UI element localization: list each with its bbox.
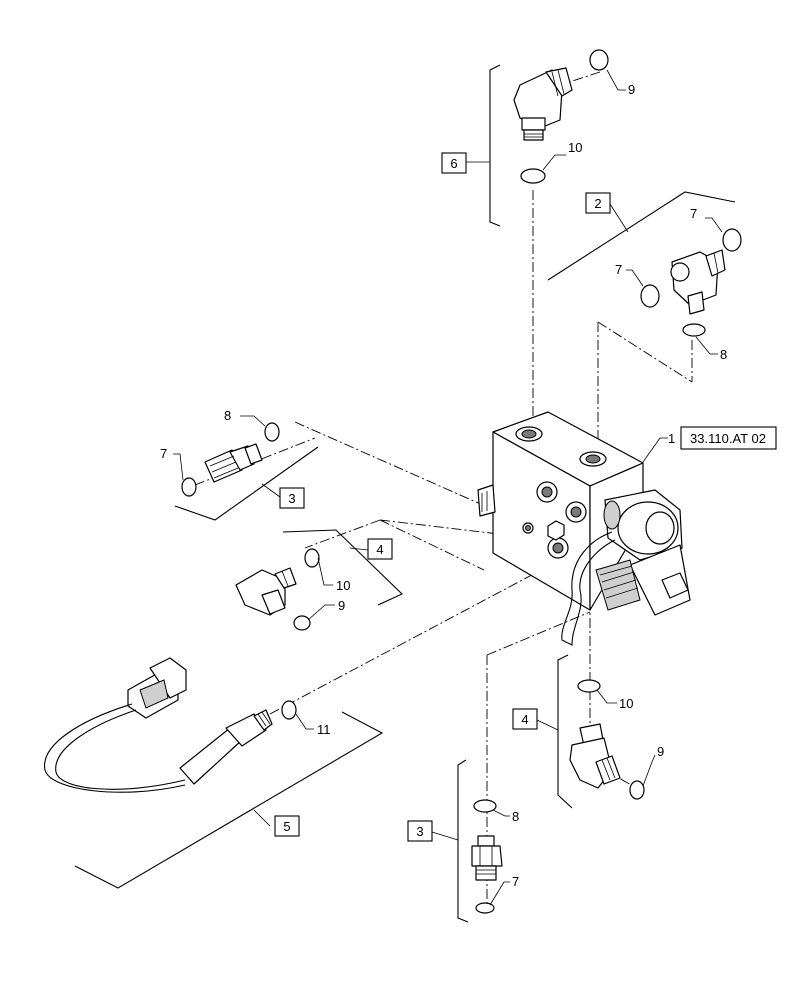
valve-block [477,411,691,646]
callout-8-right: 8 [720,347,727,362]
callout-boxes [274,152,777,842]
pressure-sensor-harness [44,657,297,793]
callout-11: 11 [317,722,331,737]
callout-9-top: 9 [628,82,635,97]
callout-5: 5 [283,819,290,834]
callout-9-left: 9 [338,598,345,613]
callout-1: 1 [668,431,675,446]
leader-lines [173,69,723,906]
callout-3-upper: 3 [288,491,295,506]
callout-4-right: 4 [521,712,528,727]
elbow-fitting-right-lower [569,679,645,800]
elbow-fitting-left [235,548,320,631]
callout-7-right-upper: 7 [690,206,697,221]
callout-9-right: 9 [657,744,664,759]
callout-8-left: 8 [224,408,231,423]
straight-fitting-left-upper [181,422,280,497]
callout-10-right: 10 [619,696,633,711]
reference-callout: 33.110.AT 02 [690,431,766,446]
callout-10-left: 10 [336,578,350,593]
straight-fitting-bottom [471,799,503,914]
callout-7-left: 7 [160,446,167,461]
callout-2: 2 [594,196,601,211]
callout-3-bottom: 3 [416,824,423,839]
callout-8-bottom: 8 [512,809,519,824]
callout-4-left: 4 [376,542,383,557]
callout-7-right-lower: 7 [615,262,622,277]
callout-7-bottom: 7 [512,874,519,889]
group-brackets [74,64,736,923]
tee-fitting-right [640,228,742,337]
elbow-fitting-top [513,49,609,184]
callout-10-top: 10 [568,140,582,155]
callout-labels: 6 2 3 4 5 4 3 33.110.AT 02 1 9 10 7 7 8 … [160,82,766,889]
callout-6: 6 [450,156,457,171]
